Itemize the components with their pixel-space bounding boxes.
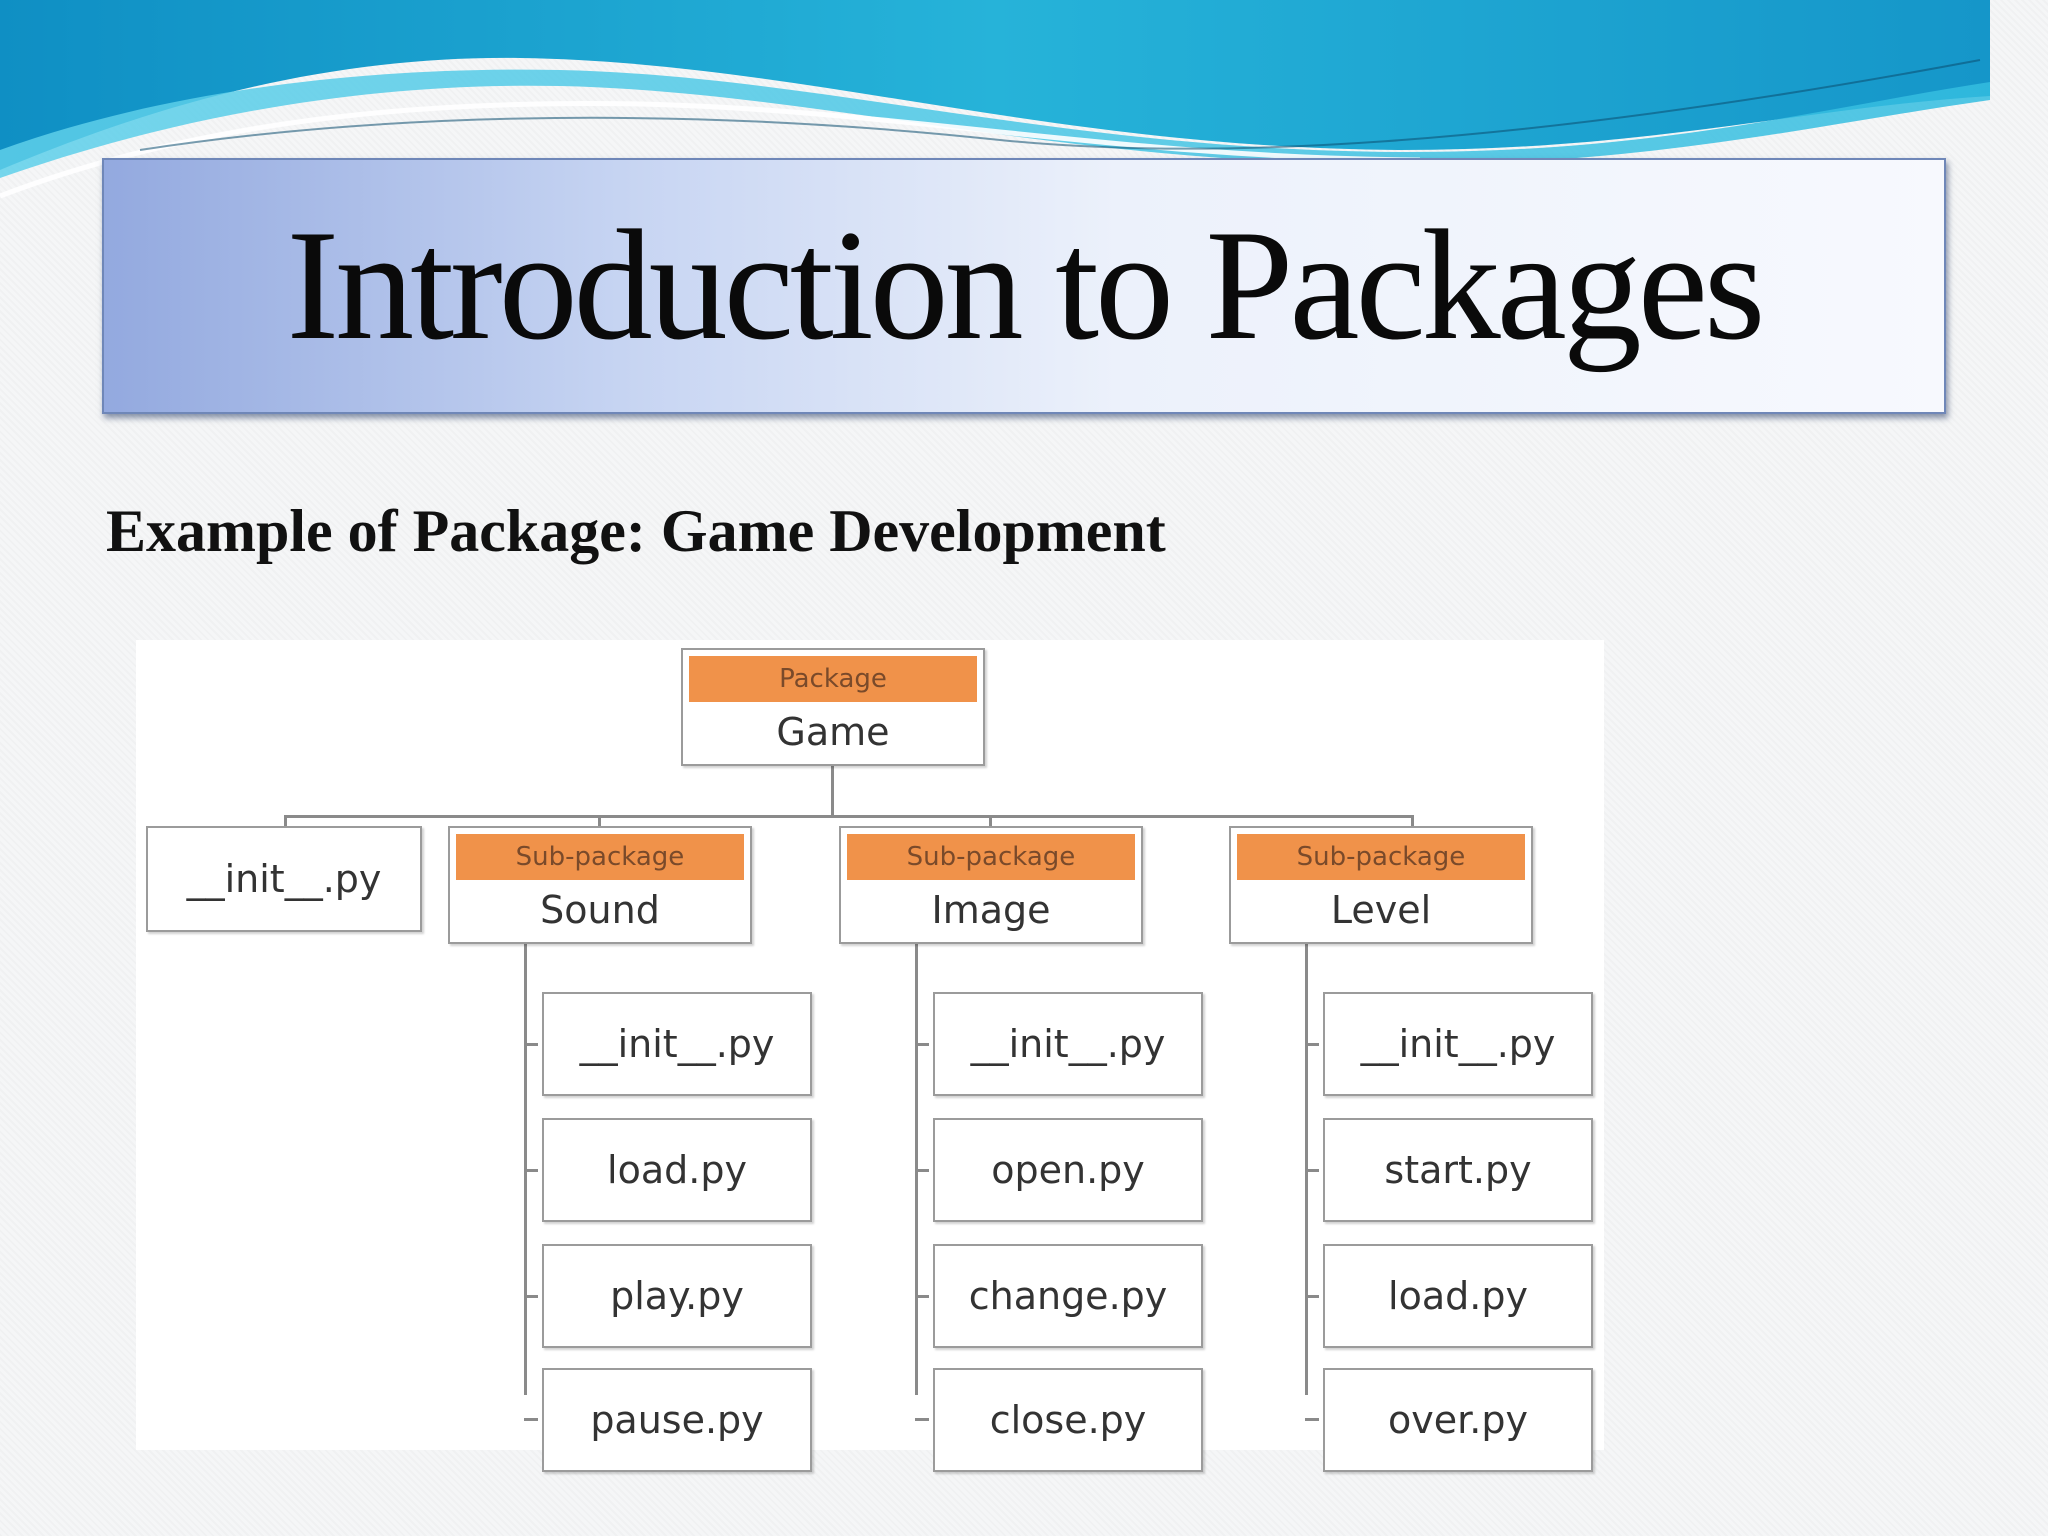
subpackage-tag: Sub-package <box>847 834 1135 880</box>
connector-line <box>1305 940 1308 1395</box>
connector-line <box>1411 815 1414 827</box>
connector-line <box>284 815 287 827</box>
subpackage-name: Level <box>1330 888 1432 932</box>
file-node: close.py <box>933 1368 1203 1472</box>
file-node: load.py <box>1323 1244 1593 1348</box>
connector-line <box>1305 1043 1319 1046</box>
connector-line <box>1305 1295 1319 1298</box>
connector-line <box>831 764 834 816</box>
connector-line <box>1305 1418 1319 1421</box>
connector-line <box>284 815 1413 818</box>
connector-line <box>1305 1169 1319 1172</box>
package-tree-diagram: Package Game __init__.py Sub-package Sou… <box>136 640 1604 1472</box>
subpackage-name: Image <box>931 888 1051 932</box>
connector-line <box>524 940 527 1395</box>
connector-line <box>915 1169 929 1172</box>
file-node: open.py <box>933 1118 1203 1222</box>
file-node: __init__.py <box>933 992 1203 1096</box>
connector-line <box>524 1043 538 1046</box>
subpackage-tag: Sub-package <box>456 834 744 880</box>
file-node: play.py <box>542 1244 812 1348</box>
file-node: change.py <box>933 1244 1203 1348</box>
connector-line <box>915 1295 929 1298</box>
subpackage-name: Sound <box>540 888 660 932</box>
file-node-root-init: __init__.py <box>146 826 422 932</box>
connector-line <box>598 815 601 827</box>
header-wave-banner <box>0 0 1990 199</box>
subpackage-tag: Sub-package <box>1237 834 1525 880</box>
connector-line <box>915 940 918 1395</box>
package-node-game: Package Game <box>681 648 985 766</box>
slide-title: Introduction to Packages <box>286 198 1766 373</box>
connector-line <box>915 1418 929 1421</box>
subpackage-node-image: Sub-package Image <box>839 826 1143 944</box>
connector-line <box>524 1295 538 1298</box>
file-node: start.py <box>1323 1118 1593 1222</box>
file-node: __init__.py <box>542 992 812 1096</box>
file-node: load.py <box>542 1118 812 1222</box>
subpackage-node-level: Sub-package Level <box>1229 826 1533 944</box>
connector-line <box>524 1418 538 1421</box>
connector-line <box>524 1169 538 1172</box>
slide-subtitle: Example of Package: Game Development <box>106 498 1166 564</box>
package-name: Game <box>776 710 890 754</box>
subpackage-node-sound: Sub-package Sound <box>448 826 752 944</box>
file-node: over.py <box>1323 1368 1593 1472</box>
file-node: __init__.py <box>1323 992 1593 1096</box>
connector-line <box>989 815 992 827</box>
package-tag: Package <box>689 656 977 702</box>
connector-line <box>915 1043 929 1046</box>
file-node: pause.py <box>542 1368 812 1472</box>
title-box: Introduction to Packages <box>102 158 1946 414</box>
